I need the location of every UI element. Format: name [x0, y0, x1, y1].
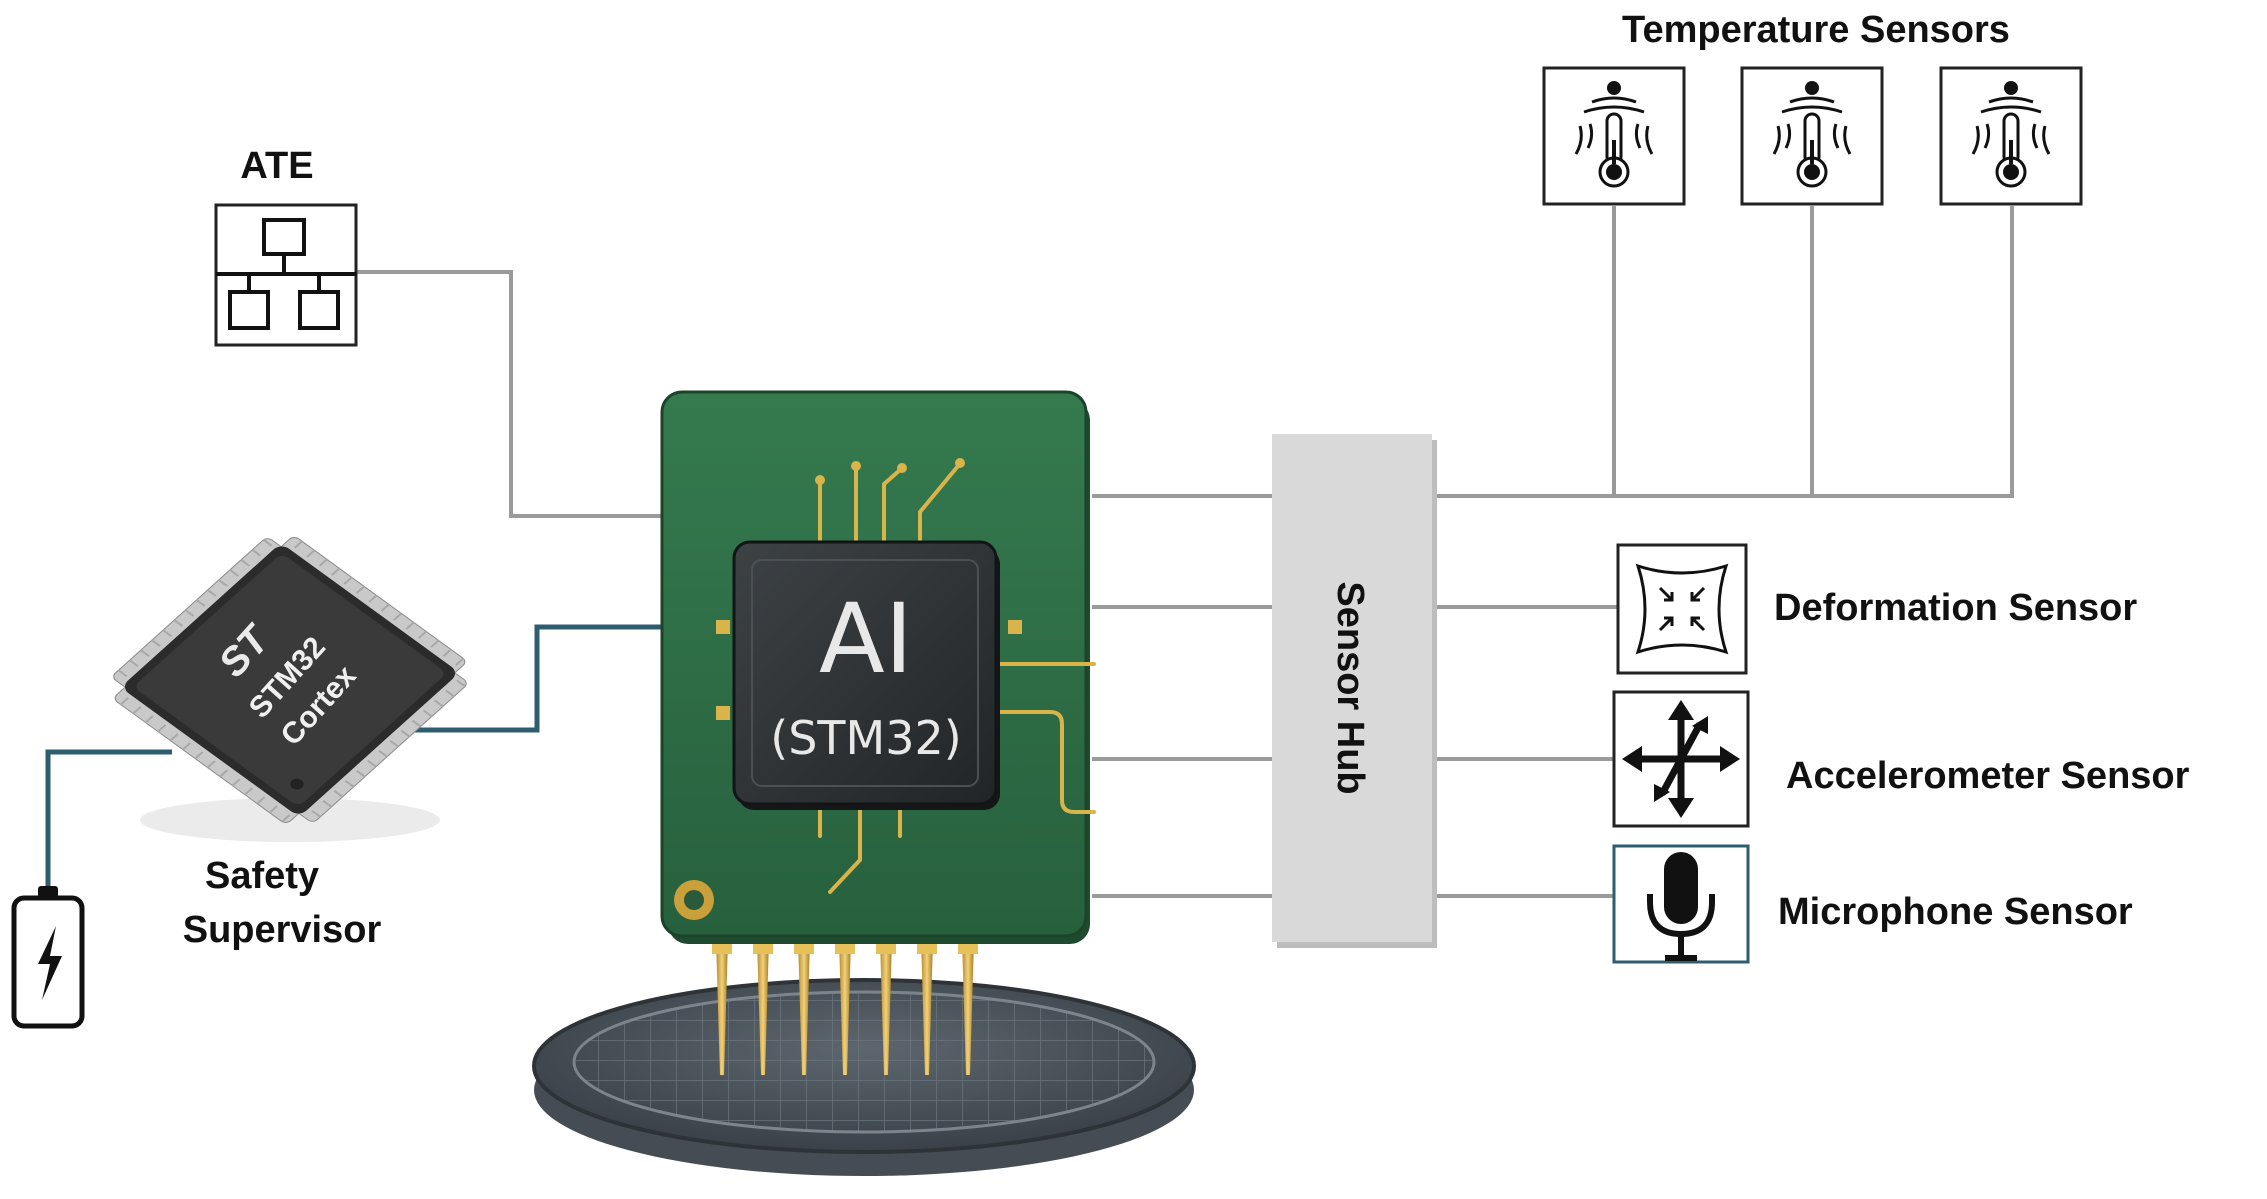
compress-arrows-icon [1616, 543, 1748, 675]
ai-chip-subtitle: (STM32) [770, 711, 961, 765]
ai-chip-title: AI [819, 583, 913, 695]
battery-charging-icon [11, 886, 85, 1029]
sensor-hub-label: Sensor Hub [1329, 581, 1371, 794]
wire-hub-temperature-bus [1434, 206, 2014, 498]
temperature-sensors: Temperature Sensors [1542, 9, 2083, 206]
thermometer-icon [1574, 81, 1654, 188]
ai-chip: AI (STM32) [732, 540, 1000, 810]
sensor-hub: Sensor Hub [1272, 434, 1437, 948]
microphone-sensor: Microphone Sensor [1612, 844, 2133, 964]
wire-safety-supervisor [412, 624, 662, 733]
ate-node: ATE [214, 145, 358, 347]
accelerometer-sensor: Accelerometer Sensor [1612, 690, 2190, 828]
temperature-sensor-1 [1542, 66, 1686, 206]
network-topology-icon [214, 203, 358, 347]
temperature-sensor-2 [1740, 66, 1884, 206]
silicon-wafer [532, 978, 1196, 1176]
deformation-sensor: Deformation Sensor [1616, 543, 2137, 675]
accelerometer-sensor-label: Accelerometer Sensor [1786, 755, 2190, 797]
connection-wires [45, 206, 2014, 898]
safety-supervisor-label-line2: Supervisor [183, 909, 382, 951]
ai-board: AI (STM32) [660, 390, 1096, 1075]
microphone-icon [1612, 844, 1750, 964]
deformation-sensor-label: Deformation Sensor [1774, 587, 2137, 629]
thermometer-icon [1971, 81, 2051, 188]
safety-supervisor-label-line1: Safety [205, 855, 319, 897]
safety-supervisor: ST STM32 Cortex Safety Supervisor [113, 537, 467, 951]
temperature-sensors-label: Temperature Sensors [1622, 9, 2010, 51]
stm32-chip [113, 537, 467, 823]
thermometer-icon [1772, 81, 1852, 188]
microphone-sensor-label: Microphone Sensor [1778, 891, 2133, 933]
wire-battery [45, 749, 172, 894]
ate-label: ATE [240, 145, 313, 187]
multi-axis-arrows-icon [1612, 690, 1750, 828]
temperature-sensor-3 [1939, 66, 2083, 206]
wire-ate [246, 270, 666, 518]
